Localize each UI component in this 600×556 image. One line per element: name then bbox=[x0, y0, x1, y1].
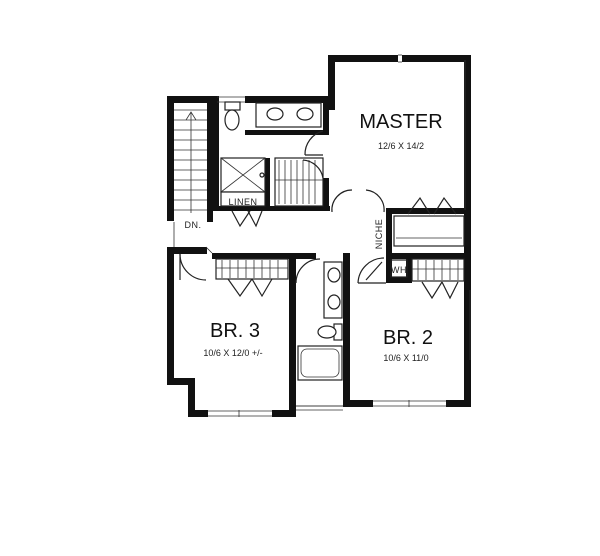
niche-label: NICHE bbox=[374, 219, 384, 250]
br2-name: BR. 2 bbox=[383, 327, 433, 349]
hall-tub bbox=[297, 345, 343, 381]
master-bath bbox=[220, 101, 324, 193]
toilet-tank bbox=[224, 101, 241, 111]
water-heater bbox=[390, 259, 408, 278]
doors bbox=[173, 189, 386, 407]
water-heater-label: WH bbox=[391, 265, 407, 275]
linen-closet bbox=[220, 191, 266, 207]
master-closet bbox=[274, 157, 324, 207]
br3-dims: 10/6 X 12/0 +/- bbox=[203, 348, 262, 358]
stair-down-label: DN. bbox=[185, 220, 202, 230]
staircase bbox=[174, 109, 207, 213]
hall-sink-top bbox=[327, 267, 341, 283]
exterior-walls bbox=[167, 55, 471, 417]
hall-sink-bottom bbox=[327, 294, 341, 310]
sink-right bbox=[296, 107, 314, 121]
hall-bath bbox=[295, 258, 343, 381]
hall-toilet-bowl bbox=[317, 325, 337, 339]
closets bbox=[215, 157, 465, 300]
toilet-bowl bbox=[224, 109, 240, 131]
master-wardrobe bbox=[393, 215, 465, 247]
br3-closet bbox=[215, 258, 289, 280]
sink-left bbox=[266, 107, 284, 121]
br2-closet bbox=[411, 258, 465, 282]
linen-label: LINEN bbox=[228, 197, 257, 207]
master-name: MASTER bbox=[359, 111, 442, 133]
br3-name: BR. 3 bbox=[210, 320, 260, 342]
br2-dims: 10/6 X 11/0 bbox=[383, 353, 428, 363]
master-dims: 12/6 X 14/2 bbox=[378, 141, 424, 151]
